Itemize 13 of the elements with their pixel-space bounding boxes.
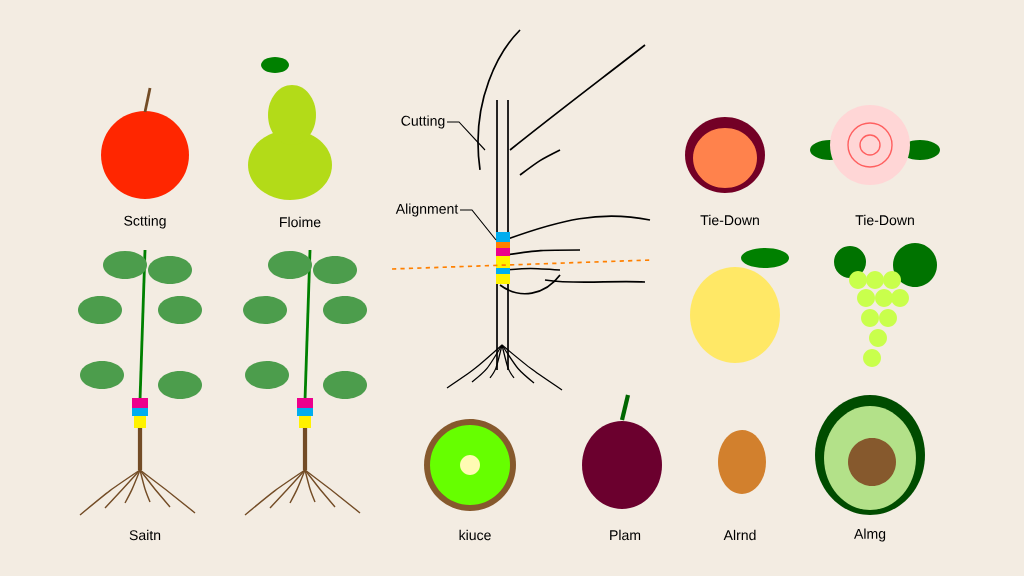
fruit-label: Almg [854, 528, 886, 542]
fruit-label: Alrnd [723, 529, 756, 541]
fruit-label: Floime [280, 216, 321, 228]
leader-line [446, 121, 486, 151]
fruit-label: Tie-Down [700, 214, 759, 226]
fruit-label: Sctting [124, 215, 166, 229]
fruit-label: kiuce [459, 529, 491, 541]
fruit-label: Tie-Down [855, 214, 914, 226]
callout-label: Alignment [395, 203, 459, 217]
leader-line [459, 209, 497, 241]
callout-label: Cutting [401, 115, 445, 129]
fruit-label: Plam [610, 529, 641, 541]
fruit-label: Saitn [129, 529, 161, 541]
